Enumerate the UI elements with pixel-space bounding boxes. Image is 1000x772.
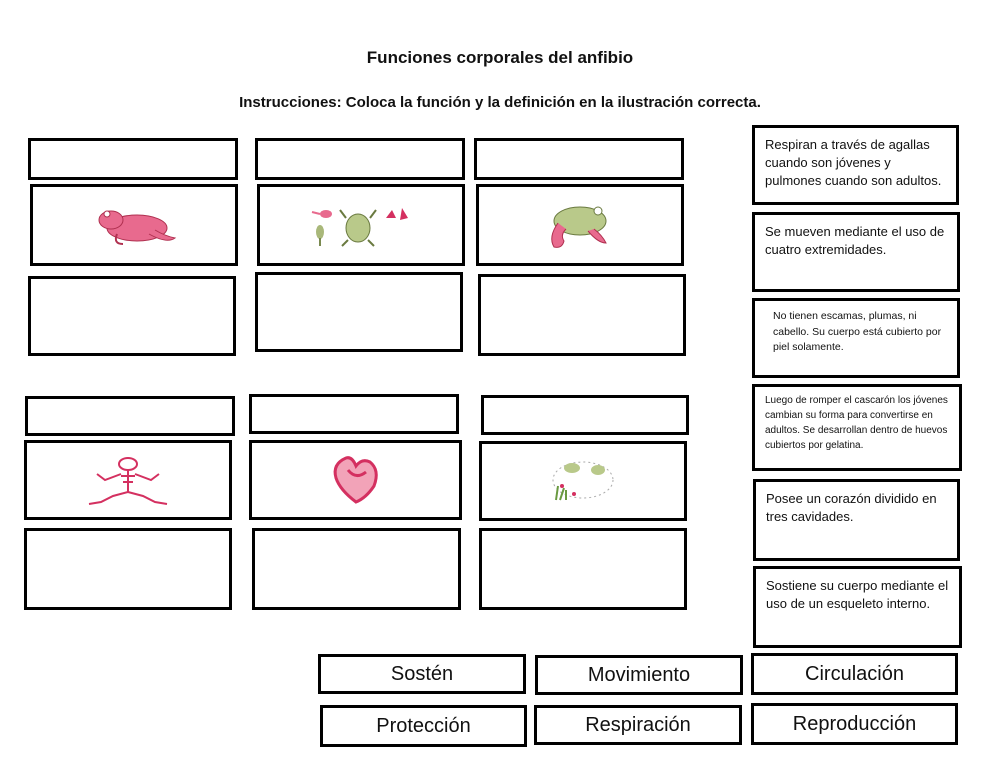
definition-card-1[interactable]: Respiran a través de agallas cuando son …	[752, 125, 959, 205]
function-drop-slot-6[interactable]	[481, 395, 689, 435]
green-frog-pink-legs-icon	[551, 206, 607, 248]
instructions-text: Instrucciones: Coloca la función y la de…	[239, 94, 761, 111]
frog-skeleton-icon	[88, 457, 168, 505]
function-card-reproduccion[interactable]: Reproducción	[751, 703, 958, 745]
function-card-respiracion[interactable]: Respiración	[534, 705, 742, 745]
frog-legs-illustration	[476, 184, 684, 266]
frog-eggs-icon	[552, 461, 614, 501]
function-drop-slot-1[interactable]	[28, 138, 238, 180]
definition-card-4[interactable]: Luego de romper el cascarón los jóvenes …	[752, 384, 962, 471]
function-card-circulacion[interactable]: Circulación	[751, 653, 958, 695]
definition-drop-slot-1[interactable]	[28, 276, 236, 356]
frog-heart-illustration	[249, 440, 462, 520]
definition-card-3[interactable]: No tienen escamas, plumas, ni cabello. S…	[752, 298, 960, 378]
frog-eggs-illustration	[479, 441, 687, 521]
function-card-proteccion[interactable]: Protección	[320, 705, 527, 747]
function-card-sosten[interactable]: Sostén	[318, 654, 526, 694]
pink-frog-icon	[98, 210, 177, 245]
definition-drop-slot-3[interactable]	[478, 274, 686, 356]
function-drop-slot-4[interactable]	[25, 396, 235, 436]
definition-drop-slot-5[interactable]	[252, 528, 461, 610]
definition-drop-slot-2[interactable]	[255, 272, 463, 352]
frog-skeleton-illustration	[24, 440, 232, 520]
frog-skin-illustration	[30, 184, 238, 266]
heart-icon	[333, 456, 378, 504]
definition-card-2[interactable]: Se mueven mediante el uso de cuatro extr…	[752, 212, 960, 292]
definition-drop-slot-4[interactable]	[24, 528, 232, 610]
function-drop-slot-2[interactable]	[255, 138, 465, 180]
function-drop-slot-5[interactable]	[249, 394, 459, 434]
page-title: Funciones corporales del anfibio	[366, 48, 634, 67]
function-drop-slot-3[interactable]	[474, 138, 684, 180]
frog-lifecycle-illustration	[257, 184, 465, 266]
definition-card-6[interactable]: Sostiene su cuerpo mediante el uso de un…	[753, 566, 962, 648]
definition-card-5[interactable]: Posee un corazón dividido en tres cavida…	[753, 479, 960, 561]
definition-drop-slot-6[interactable]	[479, 528, 687, 610]
tadpole-to-frog-icon	[311, 208, 408, 247]
function-card-movimiento[interactable]: Movimiento	[535, 655, 743, 695]
